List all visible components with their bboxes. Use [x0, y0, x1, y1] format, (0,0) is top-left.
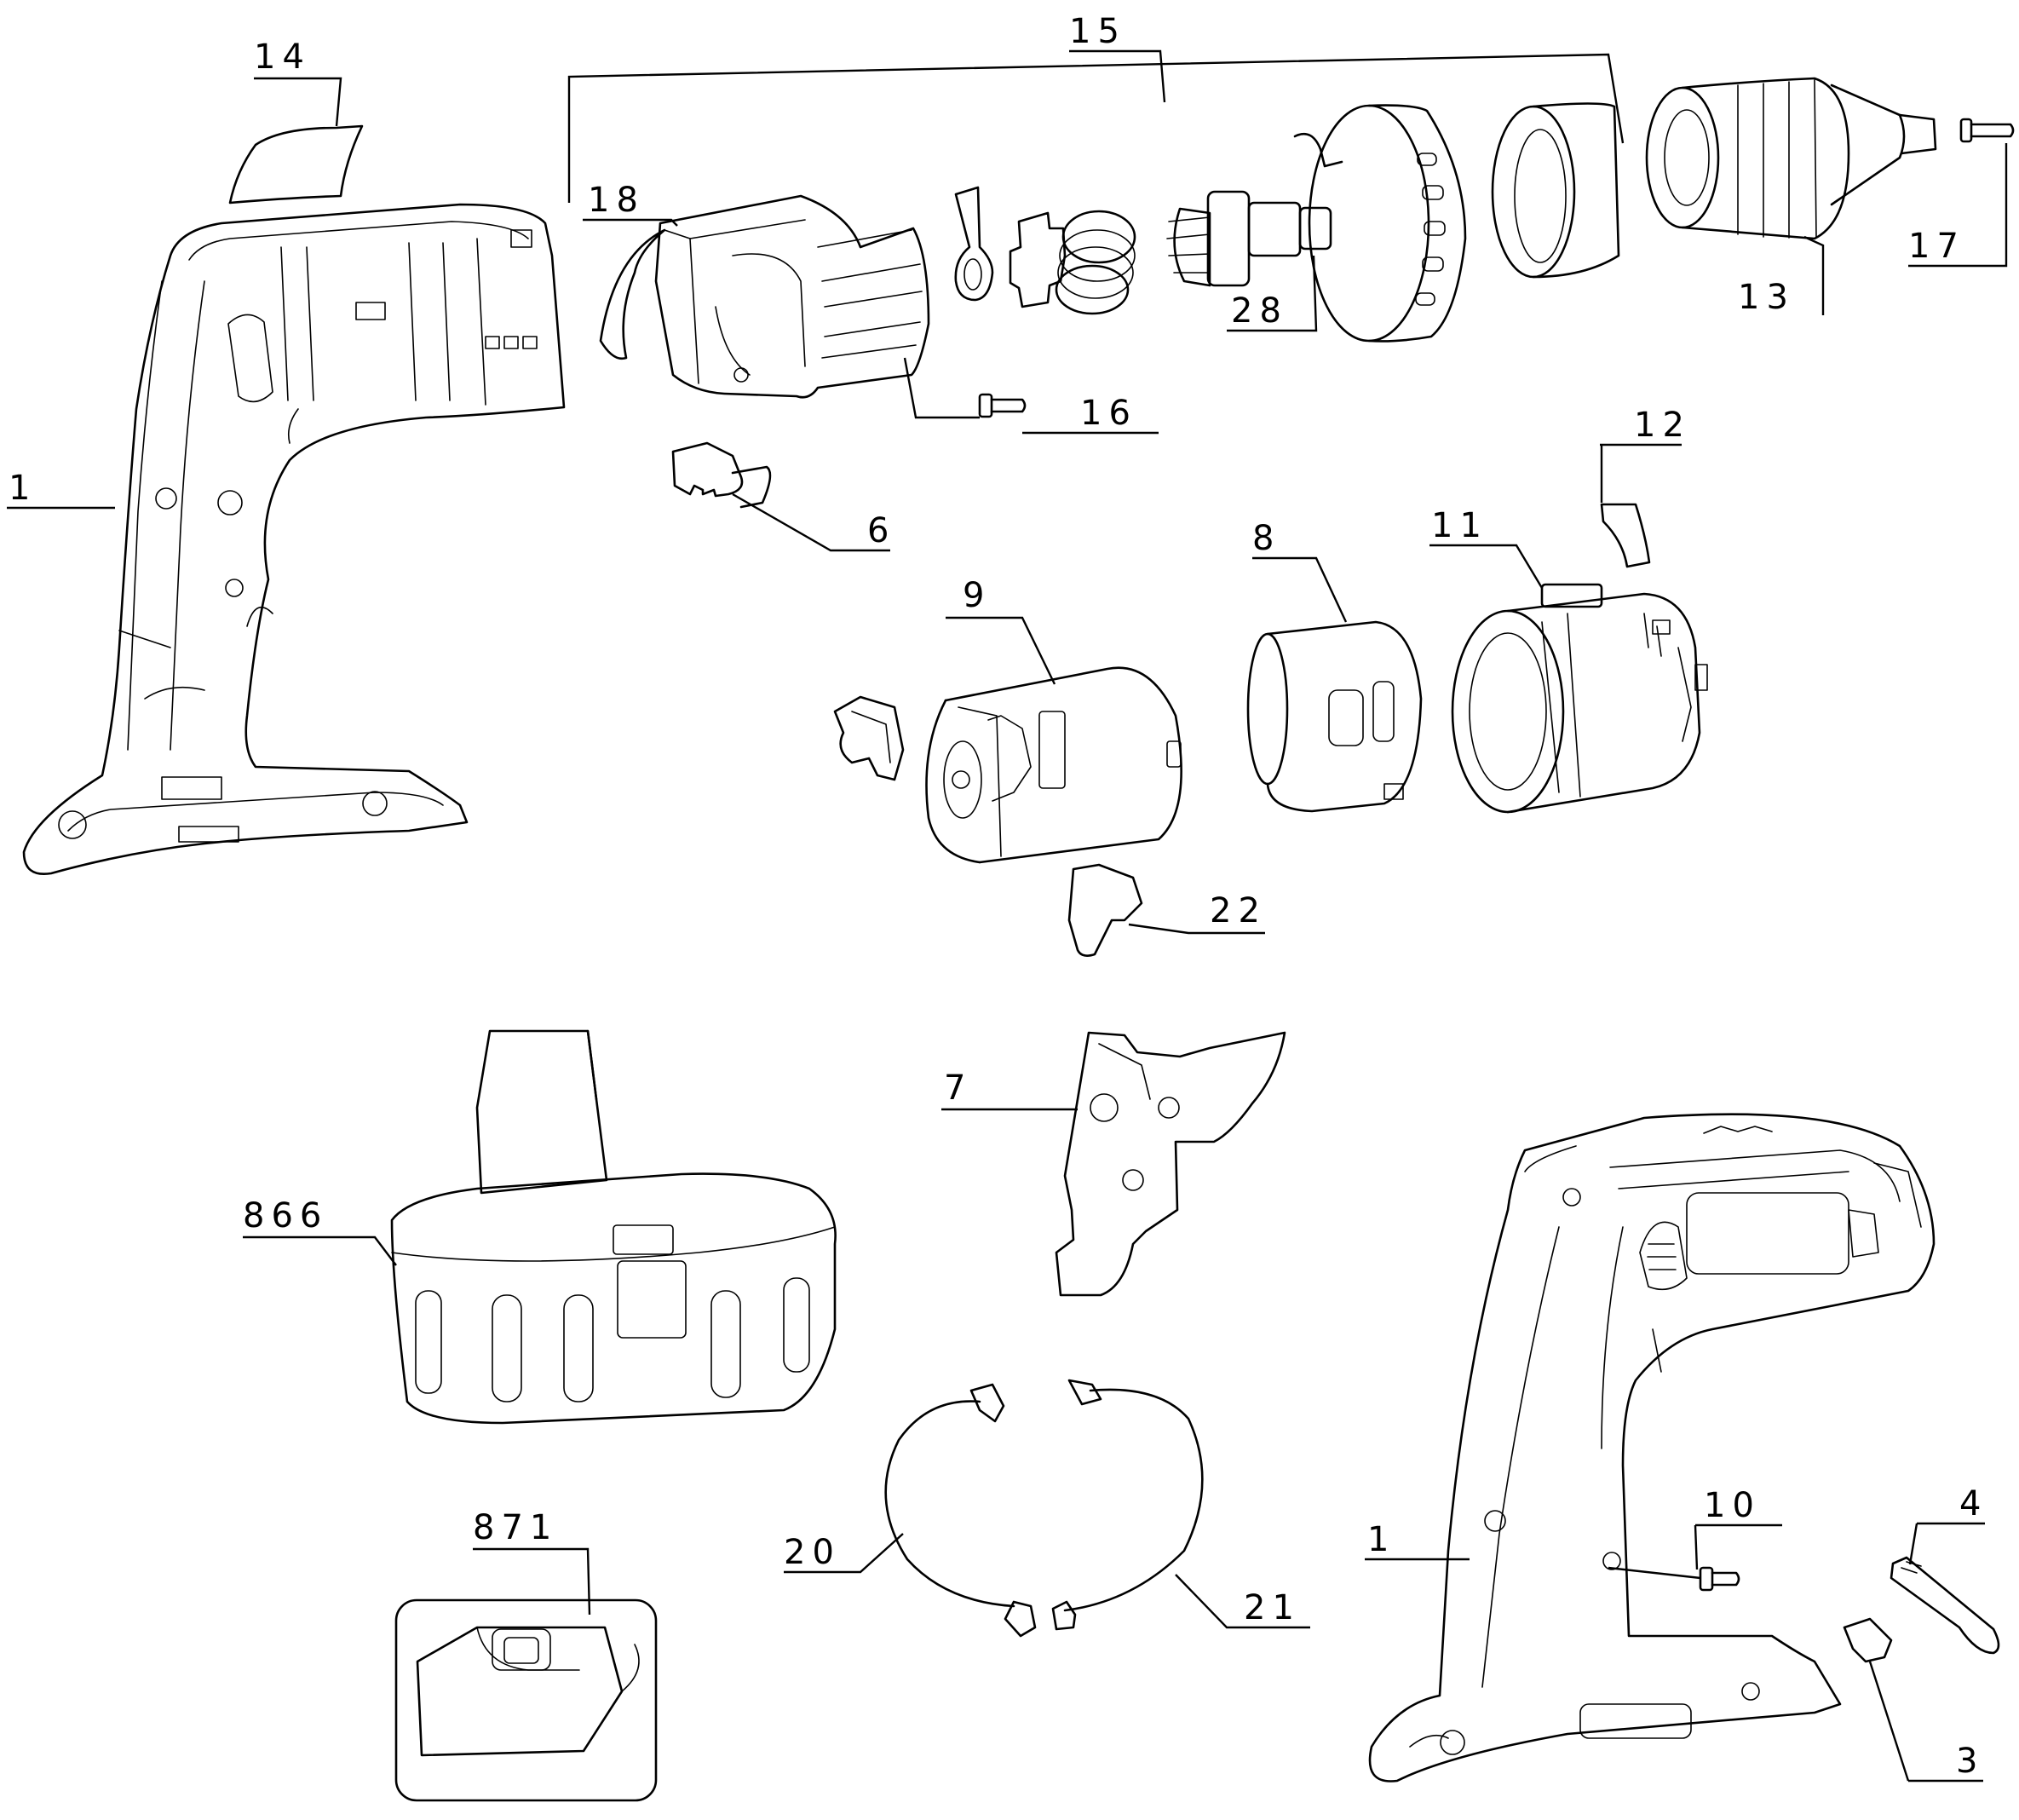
part-8-sleeve	[1246, 620, 1423, 813]
part-4-driver-bit	[1890, 1556, 2000, 1655]
label-9: 9	[963, 576, 991, 615]
label-871: 871	[473, 1508, 558, 1547]
part-6-switch-slide	[671, 441, 772, 509]
label-7: 7	[944, 1068, 972, 1108]
label-866: 866	[243, 1196, 328, 1235]
label-1-left: 1	[9, 469, 37, 508]
label-22: 22	[1210, 891, 1267, 930]
part-16-screw	[978, 393, 1027, 418]
part-7-trigger-switch	[1055, 1031, 1286, 1297]
part-planet-carrier	[1009, 211, 1067, 308]
part-18-spring-clip	[599, 228, 666, 360]
part-gear-retainer	[954, 186, 994, 302]
label-13: 13	[1738, 278, 1795, 317]
part-22-switch-clip	[1067, 863, 1143, 957]
part-13-keyless-chuck	[1645, 77, 1937, 240]
part-21-wire	[1051, 1379, 1204, 1631]
label-1-right: 1	[1367, 1520, 1395, 1559]
part-20-wire	[884, 1383, 1037, 1638]
part-clutch-spring	[1055, 210, 1136, 315]
label-4: 4	[1959, 1484, 1987, 1523]
label-20: 20	[784, 1533, 841, 1572]
part-10-screw	[1699, 1566, 1740, 1592]
part-1-housing-right	[1368, 1113, 1936, 1783]
label-10: 10	[1704, 1486, 1761, 1525]
part-1-housing-left	[22, 203, 566, 876]
part-15-clutch-collar	[1293, 104, 1467, 343]
label-6: 6	[867, 511, 895, 550]
part-871-charger	[394, 1598, 658, 1802]
label-15: 15	[1069, 12, 1126, 51]
part-12-clip	[1600, 503, 1651, 568]
part-17-screw	[1959, 118, 2015, 143]
part-labels: 14 15 18 28 16 6 13 17 12 11 8 9 22 7 1 …	[9, 12, 1987, 1781]
part-gearbox-housing	[654, 194, 930, 399]
label-3: 3	[1956, 1742, 1984, 1781]
label-17: 17	[1908, 227, 1965, 266]
label-12: 12	[1634, 406, 1691, 445]
part-14-label-plate	[228, 124, 364, 204]
part-brush-holder	[833, 695, 905, 781]
label-11: 11	[1431, 506, 1488, 545]
part-9-motor	[925, 666, 1182, 864]
part-866-battery-pack	[390, 1029, 837, 1425]
label-8: 8	[1252, 519, 1280, 558]
label-16: 16	[1080, 394, 1137, 433]
part-3-bit-holder	[1843, 1617, 1893, 1663]
label-14: 14	[254, 37, 311, 77]
part-chuck-ring	[1491, 102, 1620, 279]
label-28: 28	[1231, 291, 1288, 331]
label-21: 21	[1244, 1588, 1301, 1627]
part-11-motor-housing	[1451, 583, 1708, 814]
label-18: 18	[588, 181, 645, 220]
part-28-spindle-gear	[1166, 190, 1332, 287]
leader-lines	[7, 49, 2008, 1783]
